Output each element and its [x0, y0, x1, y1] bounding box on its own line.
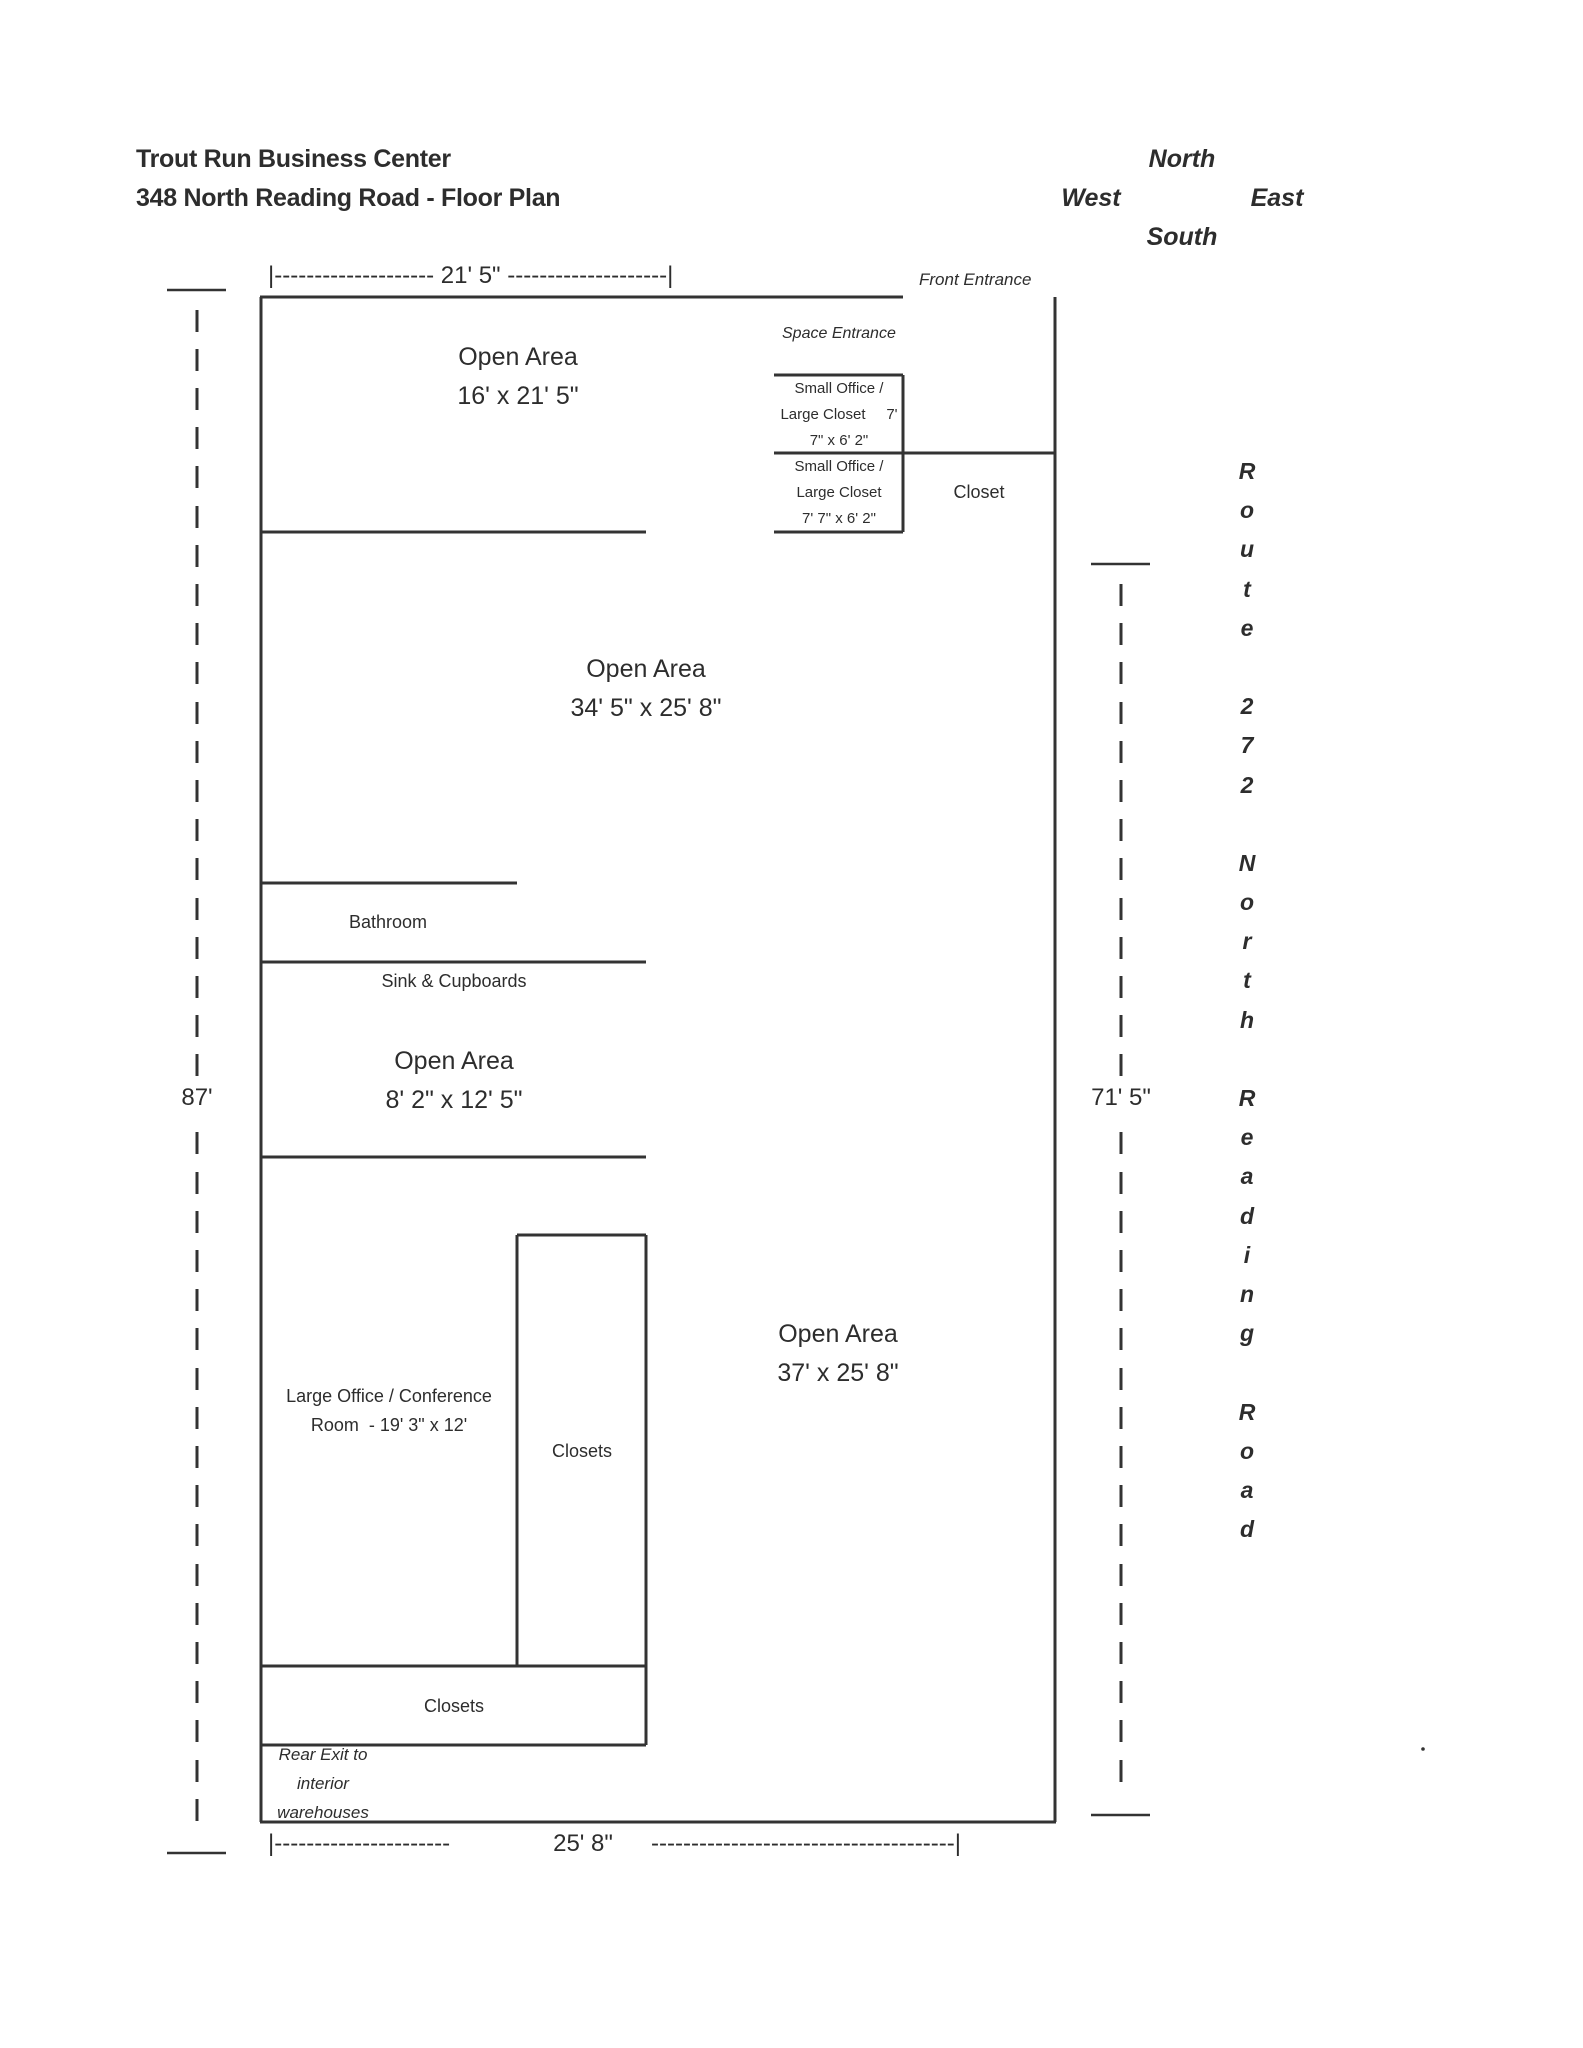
road-letter: 2 — [1240, 693, 1254, 720]
rear-exit-label: Rear Exit to interior warehouses — [277, 1740, 369, 1827]
page-title: Trout Run Business Center — [136, 145, 451, 173]
road-letter — [1232, 654, 1262, 693]
road-letter: r — [1242, 928, 1252, 955]
road-letter: 2 — [1240, 771, 1254, 798]
road-letter: o — [1239, 1437, 1255, 1464]
room-small-office-2: Small Office / Large Closet 7' 7" x 6' 2… — [795, 454, 884, 532]
walls — [259, 295, 1057, 1824]
room-open-area-2: Open Area 34' 5" x 25' 8" — [570, 650, 721, 728]
road-letter: R — [1238, 1398, 1256, 1425]
rear-exit-line-1: Rear Exit to — [278, 1745, 368, 1764]
road-label: R o u t e 2 7 2 N o r t h R e a d i n g … — [1232, 458, 1262, 1555]
room-size: 7" x 6' 2" — [809, 432, 869, 449]
road-letter: u — [1239, 536, 1255, 563]
room-name: Large Office / Conference — [286, 1386, 492, 1406]
top-dim-dashes-left: |-------------------- — [268, 262, 441, 289]
room-open-area-3: Open Area 8' 2" x 12' 5" — [385, 1042, 522, 1120]
road-letter: o — [1239, 889, 1255, 916]
road-letter: d — [1239, 1516, 1255, 1543]
road-letter: 7 — [1240, 732, 1254, 759]
room-size: 34' 5" x 25' 8" — [570, 694, 722, 722]
top-dim-dashes-right: --------------------| — [500, 262, 674, 289]
road-letter: R — [1238, 458, 1256, 484]
room-size: 7' 7" x 6' 2" — [802, 510, 876, 527]
room-name: Open Area — [394, 1047, 514, 1075]
room-size: 16' x 21' 5" — [457, 382, 579, 410]
room-name: Small Office / — [794, 458, 884, 475]
room-open-area-4: Open Area 37' x 25' 8" — [777, 1315, 898, 1393]
room-name: Open Area — [458, 343, 578, 371]
dimension-markers — [167, 288, 1150, 1855]
road-letter: a — [1240, 1476, 1254, 1503]
right-dimension-value: 71' 5" — [1089, 1084, 1153, 1112]
rear-exit-line-2: interior — [297, 1774, 349, 1793]
rear-exit-line-3: warehouses — [277, 1803, 369, 1822]
road-letter: N — [1238, 849, 1256, 876]
room-name-2: Large Closet 7' — [780, 406, 898, 423]
stray-dot — [1421, 1747, 1425, 1751]
room-open-area-1: Open Area 16' x 21' 5" — [457, 338, 578, 416]
road-letter: t — [1243, 967, 1251, 994]
room-large-office: Large Office / Conference Room - 19' 3" … — [286, 1382, 492, 1440]
room-small-office-1: Small Office / Large Closet 7' 7" x 6' 2… — [780, 376, 897, 454]
room-size: 37' x 25' 8" — [777, 1359, 899, 1387]
front-entrance-label: Front Entrance — [919, 270, 1032, 289]
room-name: Open Area — [778, 1320, 898, 1348]
road-letter: i — [1243, 1241, 1251, 1268]
compass-south: South — [1146, 223, 1218, 251]
road-letter — [1232, 811, 1262, 850]
bottom-dim-left-dashes: |---------------------- — [268, 1830, 451, 1857]
road-letter — [1232, 1359, 1262, 1398]
room-name: Small Office / — [794, 380, 884, 397]
top-dim-value: 21' 5" — [440, 262, 501, 289]
room-size: Room - 19' 3" x 12' — [310, 1415, 468, 1435]
room-size: 8' 2" x 12' 5" — [385, 1086, 523, 1114]
room-closets-bottom: Closets — [423, 1696, 485, 1716]
road-letter: e — [1240, 614, 1254, 641]
road-letter: g — [1239, 1320, 1255, 1347]
road-letter: h — [1239, 1006, 1255, 1033]
space-entrance-label: Space Entrance — [782, 325, 896, 342]
room-sink-cupboards: Sink & Cupboards — [381, 971, 527, 991]
road-letter: R — [1238, 1085, 1256, 1111]
road-letter: n — [1239, 1280, 1255, 1307]
road-letter: e — [1240, 1124, 1254, 1151]
room-closets-tall: Closets — [551, 1441, 613, 1461]
left-dimension-value: 87' — [179, 1084, 215, 1112]
room-name: Open Area — [586, 655, 706, 683]
page-subtitle: 348 North Reading Road - Floor Plan — [136, 184, 561, 212]
road-letter — [1232, 1046, 1262, 1085]
compass-east: East — [1250, 184, 1304, 212]
room-bathroom: Bathroom — [348, 912, 428, 932]
road-letter: d — [1239, 1202, 1255, 1229]
compass-west: West — [1061, 184, 1121, 212]
compass-north: North — [1148, 145, 1216, 173]
bottom-dim-right-dashes: --------------------------------------| — [651, 1830, 961, 1857]
road-letter: t — [1243, 575, 1251, 602]
top-dimension: |-------------------- 21' 5" -----------… — [268, 262, 673, 290]
road-letter: a — [1240, 1163, 1254, 1190]
bottom-dimension-value: 25' 8" — [553, 1830, 613, 1857]
room-closet: Closet — [953, 482, 1005, 502]
road-letter: o — [1239, 497, 1255, 524]
room-name-2: Large Closet — [796, 484, 882, 501]
